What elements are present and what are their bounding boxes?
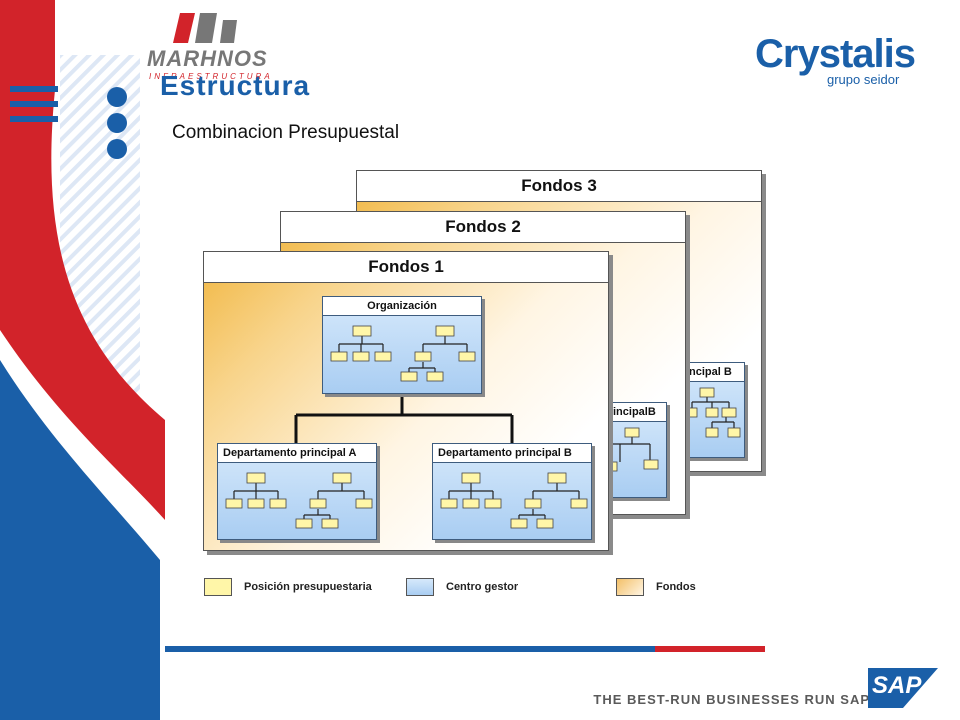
fund-panel-1: Fondos 1 Organización Departamento princ…: [203, 251, 609, 551]
legend-swatch-fondos: [616, 578, 644, 596]
node-title: Organización: [323, 297, 481, 316]
org-node-dept-a: Departamento principal A: [217, 443, 377, 540]
fund-panel-title: Fondos 1: [204, 252, 608, 283]
legend-swatch-centro: [406, 578, 434, 596]
slide-title: Estructura: [160, 70, 311, 101]
crystalis-logo-text: Crystalis: [755, 32, 916, 76]
legend-label-posicion: Posición presupuestaria: [244, 581, 372, 593]
fund-panel-title: Fondos 3: [357, 171, 761, 202]
legend-swatch-posicion: [204, 578, 232, 596]
legend-label-centro: Centro gestor: [446, 581, 519, 593]
fund-2-peek-node: incipalB: [607, 402, 667, 498]
marhnos-logo: MARHNOS INFRAESTRUCTURA: [145, 8, 285, 83]
org-node-dept-b: Departamento principal B: [432, 443, 592, 540]
legend-label-fondos: Fondos: [656, 581, 696, 593]
node-title: Departamento principal A: [218, 444, 376, 463]
crystalis-logo-subtext: grupo seidor: [827, 72, 900, 87]
sap-logo-icon: [868, 668, 938, 708]
sap-logo-text: SAP: [872, 672, 922, 699]
slide-subtitle: Combinacion Presupuestal: [172, 122, 400, 143]
crystalis-logo: Crystalis grupo seidor: [755, 32, 935, 92]
hierarchy-icon: [225, 472, 373, 529]
hierarchy-icon: [608, 427, 659, 472]
sap-tagline: THE BEST-RUN BUSINESSES RUN SAP: [593, 692, 870, 707]
marhnos-logo-subtext: INFRAESTRUCTURA: [149, 72, 273, 81]
hierarchy-icon: [330, 325, 476, 382]
marhnos-emblem-icon: [173, 13, 237, 43]
marhnos-logo-text: MARHNOS: [147, 46, 268, 71]
node-title: Departamento principal B: [433, 444, 591, 463]
org-connector-lines: [294, 392, 514, 443]
node-title: ncipal B: [684, 363, 744, 382]
fund-3-peek-node: ncipal B: [683, 362, 745, 458]
fund-panel-title: Fondos 2: [281, 212, 685, 243]
org-node-organizacion: Organización: [322, 296, 482, 394]
node-title: incipalB: [608, 403, 666, 422]
hierarchy-icon: [440, 472, 588, 529]
hierarchy-icon: [684, 387, 741, 438]
